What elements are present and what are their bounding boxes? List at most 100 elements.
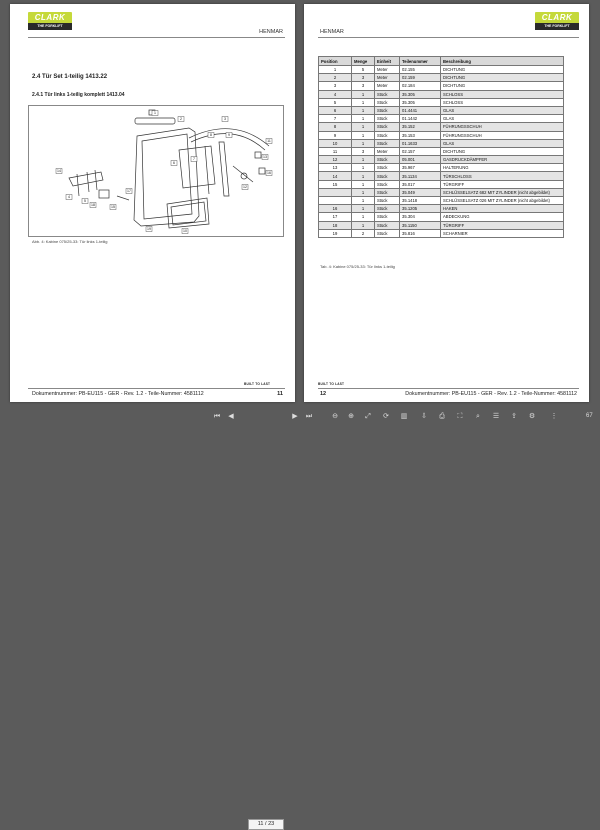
table-cell: DICHTUNG	[440, 73, 564, 83]
table-cell: Stück	[374, 171, 400, 181]
callout-number: 19	[147, 227, 151, 231]
table-cell: 1	[351, 204, 375, 214]
sidebar-icon[interactable]: ☰	[492, 413, 500, 420]
table-cell: 1	[351, 122, 375, 132]
print-icon[interactable]: ⎙	[439, 413, 445, 420]
table-cell: SCHLOSS	[440, 89, 564, 99]
col-header: Beschreibung	[440, 56, 564, 66]
table-cell: 5	[351, 64, 375, 75]
callout-number: 17	[127, 189, 131, 193]
callout-number: 11	[267, 139, 271, 143]
table-cell: 1	[351, 130, 375, 140]
table-cell: 8	[318, 122, 352, 132]
settings-icon[interactable]: ⚙	[528, 413, 536, 420]
table-cell: 5	[318, 97, 352, 107]
search-icon[interactable]: ⌕	[476, 413, 480, 420]
guide-rail-1	[204, 145, 210, 195]
table-cell: GLAS	[440, 138, 564, 148]
prev-page-icon[interactable]: ◀	[228, 413, 234, 420]
table-cell: HALTERUNG	[440, 163, 564, 173]
section-heading: 2.4 Tür Set 1-teilig 1413.22	[32, 74, 108, 80]
callout-box	[265, 170, 273, 176]
table-cell: 35.153	[399, 130, 441, 140]
table-cell: 14	[318, 171, 352, 181]
table-cell: 01.1633	[399, 138, 441, 148]
callout-box	[151, 110, 159, 116]
table-cell: 11	[318, 146, 352, 157]
table-cell: 10	[318, 138, 352, 148]
zoom-out-icon[interactable]: ⊖	[332, 413, 338, 420]
lower-window	[166, 197, 210, 229]
page-indicator[interactable]: 11 / 23	[248, 819, 284, 830]
callout-box	[109, 204, 117, 210]
table-cell: 7	[318, 114, 352, 124]
last-page-icon[interactable]: ⏭	[305, 413, 313, 420]
fullscreen-icon[interactable]: ⛶	[457, 413, 463, 420]
share-icon[interactable]: ⇪	[511, 413, 517, 420]
table-cell: 1	[351, 187, 375, 198]
table-cell: 35.305	[399, 97, 441, 107]
col-header: Einheit	[374, 56, 400, 66]
table-cell: Stück	[374, 138, 400, 148]
callout-box	[265, 138, 273, 144]
table-cell: 35.152	[399, 122, 441, 132]
callout-number: 5	[84, 199, 86, 203]
table-cell: 02.157	[399, 146, 441, 157]
built-to-last-label: BUILT TO LAST	[244, 382, 271, 386]
table-cell: DICHTUNG	[440, 146, 564, 157]
more-icon[interactable]: ⋮	[550, 413, 558, 420]
callout-box	[261, 154, 269, 160]
table-cell: TÜRGRIFF	[440, 220, 564, 230]
zoom-in-icon[interactable]: ⊕	[348, 413, 354, 420]
table-cell: 02.159	[399, 73, 441, 83]
table-cell: 1	[351, 138, 375, 148]
table-cell: Stück	[374, 122, 400, 132]
table-cell: Stück	[374, 228, 400, 238]
logo-tagline: THE FORKLIFT	[535, 23, 579, 30]
table-cell: Stück	[374, 220, 400, 230]
table-cell: Stück	[374, 105, 400, 116]
top-seal	[134, 117, 176, 125]
view-mode-icon[interactable]: ▥	[400, 413, 408, 420]
first-page-icon[interactable]: ⏮	[213, 413, 221, 420]
callout-number: 10	[183, 229, 187, 233]
door-frame-inner	[141, 133, 193, 220]
table-cell: 3	[351, 73, 375, 83]
table-cell: 02.155	[399, 64, 441, 75]
callout-box	[65, 194, 73, 200]
download-icon[interactable]: ⇩	[421, 413, 427, 420]
table-cell: 2	[318, 73, 352, 83]
table-cell: Meter	[374, 64, 400, 75]
table-cell: HAKEN	[440, 204, 564, 214]
table-cell: 12	[318, 155, 352, 165]
table-cell: DICHTUNG	[440, 64, 564, 75]
fit-page-icon[interactable]: ⤢	[365, 413, 371, 420]
callout-number: 9	[228, 133, 230, 137]
table-cell: 35.1134	[399, 171, 441, 181]
callout-box	[207, 132, 215, 138]
next-page-icon[interactable]: ▶	[292, 413, 298, 420]
table-cell: FÜHRUNGSSCHUH	[440, 130, 564, 140]
table-cell: ABDECKUNG	[440, 212, 564, 222]
table-cell: 05.001	[399, 155, 441, 165]
table-cell: 1	[351, 212, 375, 222]
table-cell: 1	[351, 105, 375, 116]
rotate-icon[interactable]: ⟳	[383, 413, 389, 420]
table-cell: GASDRUCKDÄMPFER	[440, 155, 564, 165]
table-cell: Meter	[374, 81, 400, 91]
callout-box	[221, 116, 229, 122]
table-cell: 35.049	[399, 187, 441, 198]
